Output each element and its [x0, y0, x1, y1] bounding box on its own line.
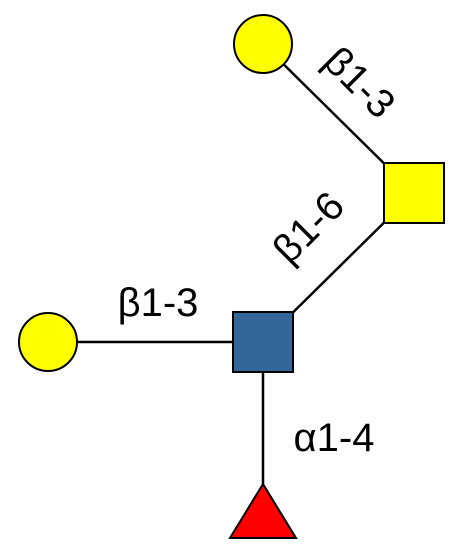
linkage-label-bottom: α1-4 [294, 416, 375, 460]
yellow-square-residue-icon [383, 162, 445, 224]
galactose-top-icon [233, 14, 293, 74]
linkage-label-left: β1-3 [118, 281, 199, 325]
blue-square-residue-icon [232, 311, 294, 373]
galactose-left-icon [18, 312, 78, 372]
fucose-triangle-icon [228, 482, 298, 539]
linkage-label-top: β1-3 [315, 39, 403, 127]
linkage-label-middle: β1-6 [265, 184, 353, 272]
